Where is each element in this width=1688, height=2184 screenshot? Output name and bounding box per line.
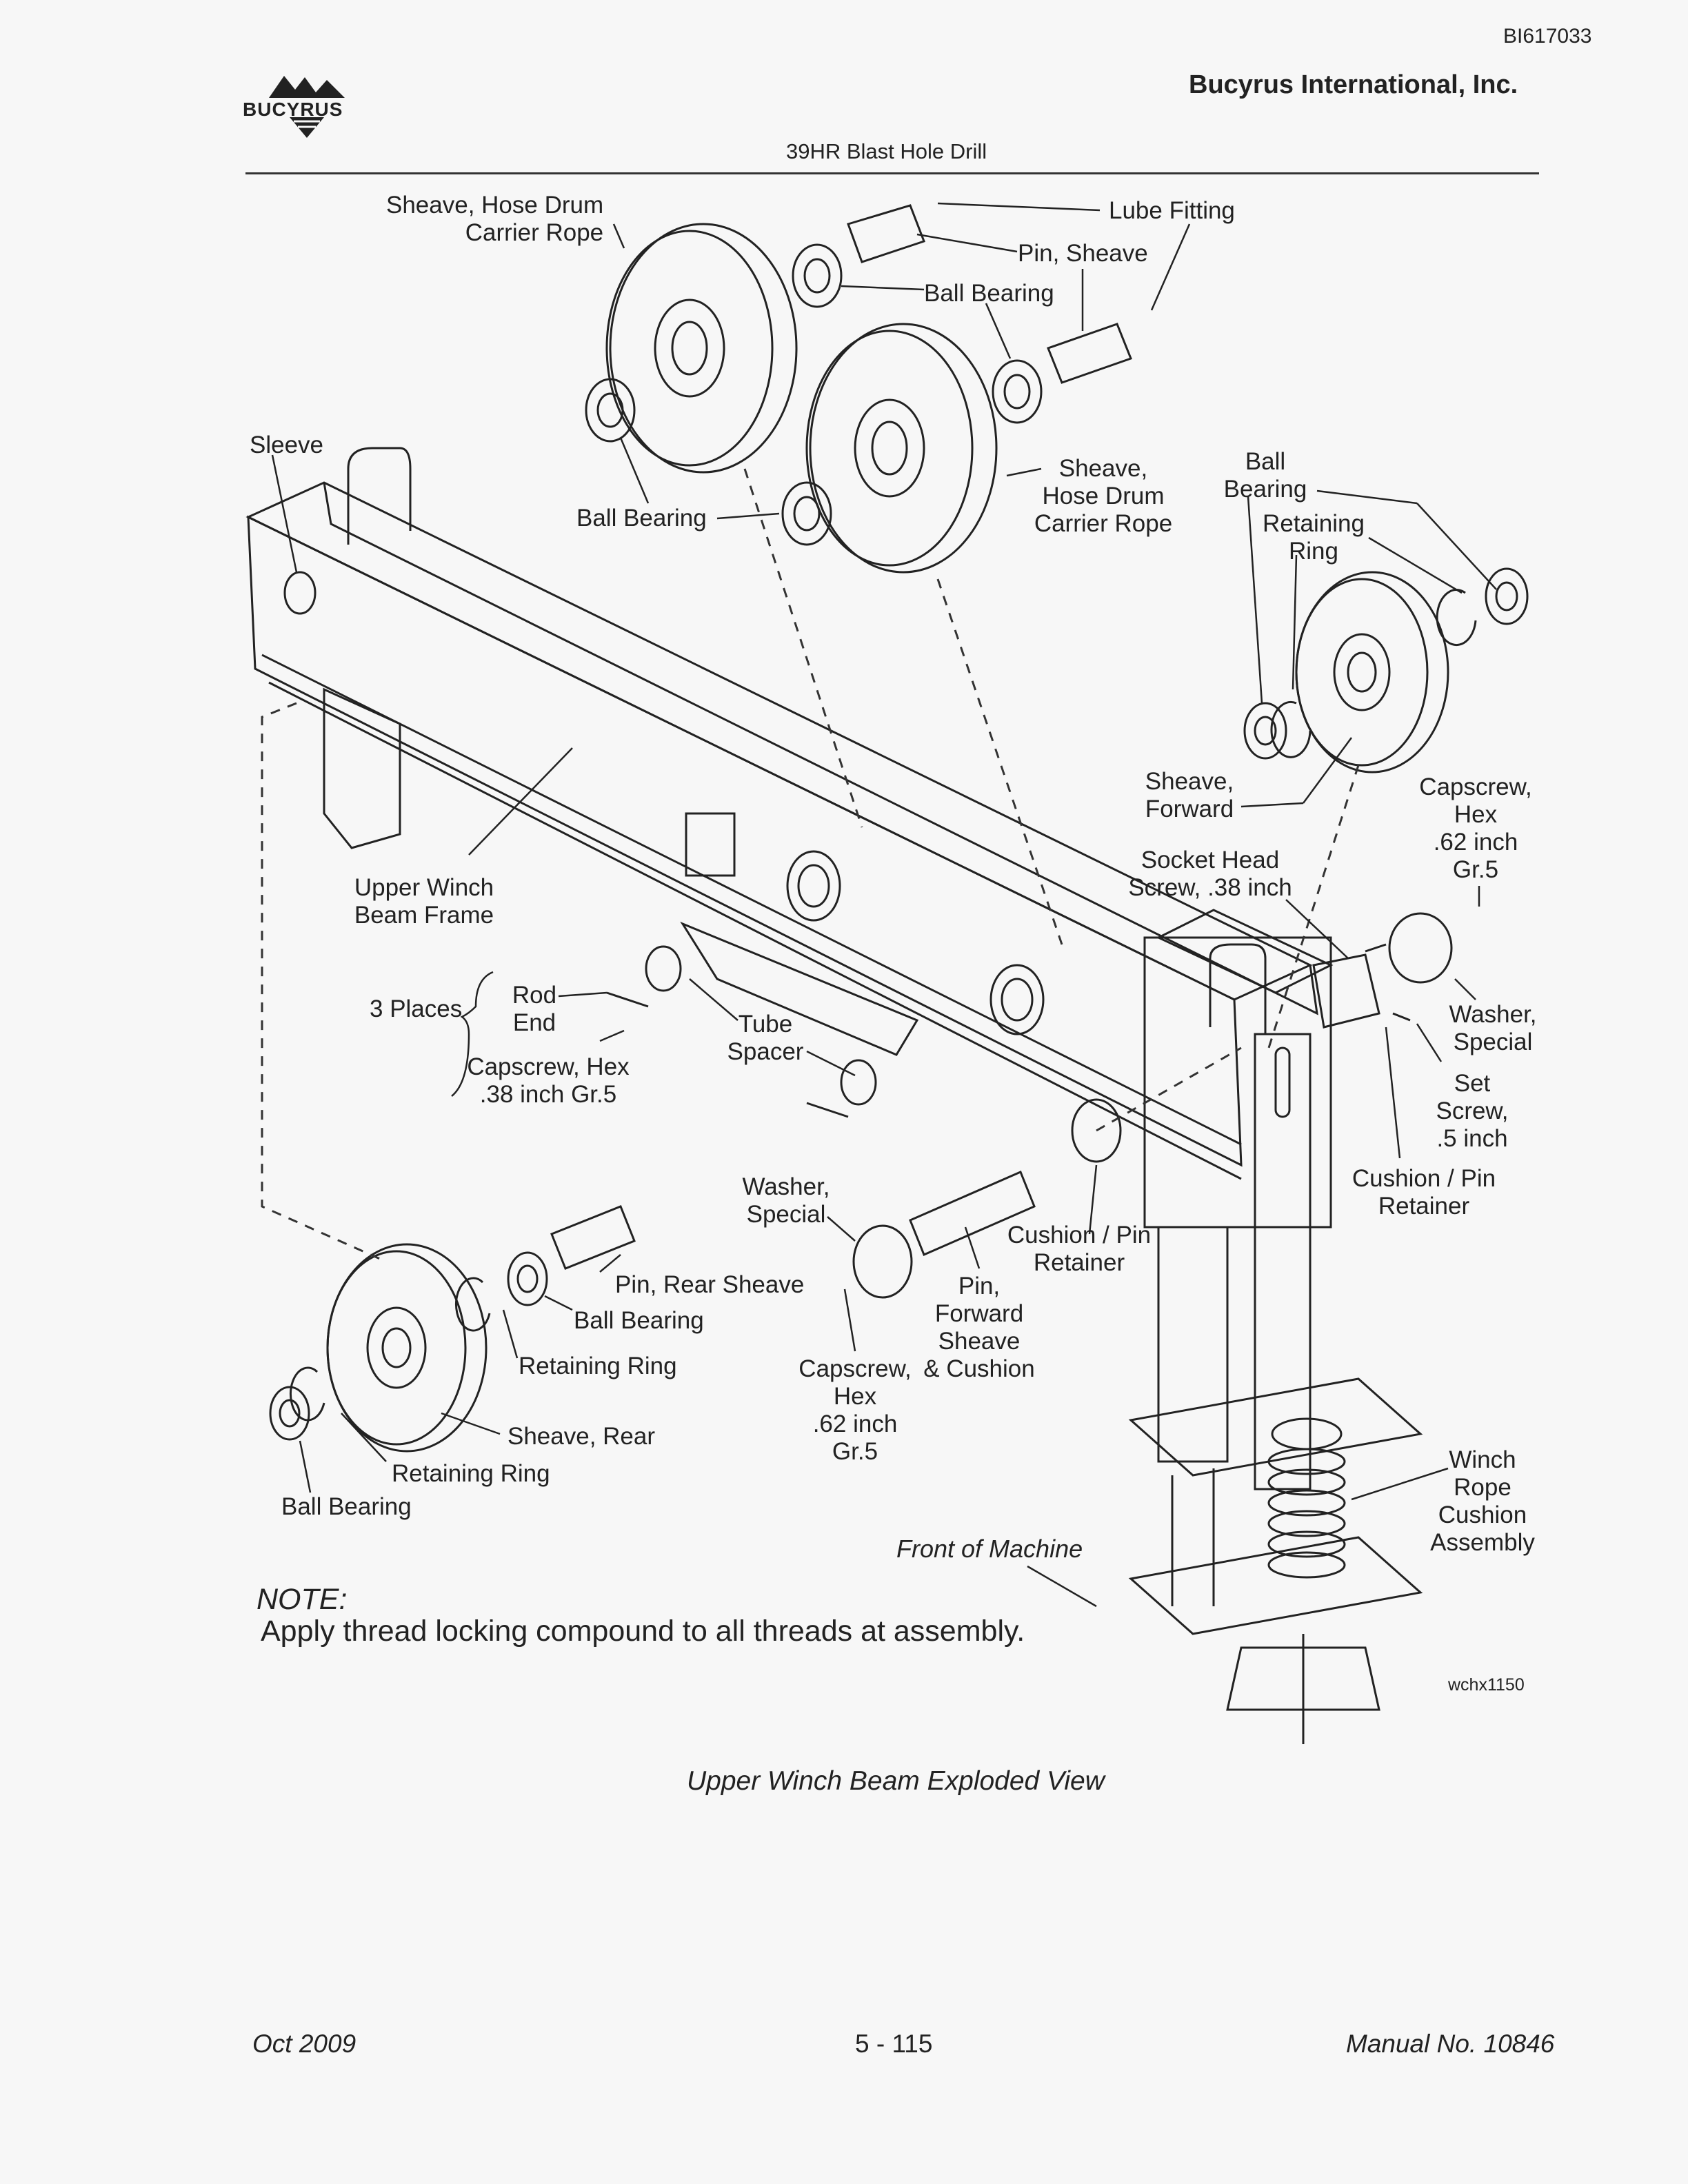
upper-winch-beam-frame	[245, 447, 1334, 1490]
cushion-pin-retainer-mid	[1071, 1098, 1122, 1163]
document-subtitle: 39HR Blast Hole Drill	[786, 139, 987, 163]
exploded-view-drawing	[245, 202, 1529, 1744]
pin-sheave-2	[1047, 323, 1132, 384]
company-name: Bucyrus International, Inc.	[1189, 70, 1518, 99]
label-pin-sheave: Pin, Sheave	[1018, 240, 1148, 267]
label-retaining-ring-rear-1: Retaining Ring	[519, 1353, 677, 1379]
ball-bearing-right-lower	[1243, 702, 1287, 760]
label-pin-rear-sheave: Pin, Rear Sheave	[615, 1271, 805, 1298]
tube-spacer-1	[645, 945, 682, 992]
figure-caption: Upper Winch Beam Exploded View	[687, 1766, 1105, 1796]
note-title: NOTE:	[257, 1583, 348, 1616]
retaining-ring-rear-1	[455, 1277, 491, 1332]
washer-special-mid	[852, 1224, 913, 1299]
sheave-rear	[326, 1243, 488, 1453]
label-sheave-forward: Sheave,Forward	[1145, 768, 1234, 822]
ball-bearing-mid	[781, 481, 832, 546]
logo-text: BUCYRUS	[243, 99, 343, 120]
label-washer-special-mid: Washer,Special	[742, 1173, 830, 1228]
label-capscrew-hex-38: Capscrew, Hex.38 inch Gr.5	[467, 1053, 630, 1108]
footer-date: Oct 2009	[252, 2030, 356, 2058]
bucyrus-logo	[269, 76, 345, 138]
ball-bearing-right	[1485, 567, 1529, 625]
label-ball-bearing-mid: Ball Bearing	[576, 505, 707, 532]
brace-bracket	[451, 971, 494, 1097]
ball-bearing-mid-left	[585, 378, 636, 443]
pin-forward-sheave	[909, 1171, 1036, 1256]
label-retaining-ring-rear-2: Retaining Ring	[392, 1460, 550, 1487]
document-id: BI617033	[1503, 25, 1592, 48]
sleeve	[283, 571, 316, 615]
label-sleeve: Sleeve	[250, 432, 324, 458]
label-three-places: 3 Places	[370, 995, 463, 1022]
sheave-hose-drum-2	[805, 323, 998, 574]
figure-code: wchx1150	[1448, 1675, 1525, 1695]
retaining-ring-right	[1436, 589, 1477, 647]
retaining-ring-rear-2	[290, 1366, 325, 1422]
footer-page-number: 5 - 115	[855, 2030, 933, 2058]
washer-special-right	[1388, 912, 1453, 984]
pin-sheave-1	[847, 204, 925, 263]
ball-bearing-top-right	[992, 359, 1043, 424]
header-divider	[245, 172, 1539, 174]
label-sheave-rear: Sheave, Rear	[508, 1423, 656, 1450]
rod-end	[606, 991, 649, 1008]
label-front-of-machine: Front of Machine	[896, 1535, 1083, 1563]
cushion-pin-retainer-right	[1312, 953, 1380, 1029]
ball-bearing-top	[792, 243, 843, 308]
note-body: Apply thread locking compound to all thr…	[261, 1615, 1025, 1648]
pin-rear-sheave	[550, 1205, 636, 1270]
label-ball-bearing-rear: Ball Bearing	[574, 1307, 704, 1334]
label-ball-bearing-bottom: Ball Bearing	[281, 1493, 412, 1520]
tube-spacer-2	[840, 1059, 877, 1106]
label-lube-fitting: Lube Fitting	[1109, 197, 1235, 224]
ball-bearing-bottom	[269, 1386, 310, 1441]
ball-bearing-rear	[507, 1251, 548, 1306]
sheave-hose-drum-1	[605, 223, 798, 474]
winch-rope-cushion-assembly	[1128, 1377, 1423, 1744]
label-washer-special-right: Washer,Special	[1449, 1001, 1537, 1055]
footer-manual-number: Manual No. 10846	[1346, 2030, 1555, 2058]
label-ball-bearing-top: Ball Bearing	[924, 280, 1054, 307]
sheave-forward	[1295, 571, 1449, 774]
